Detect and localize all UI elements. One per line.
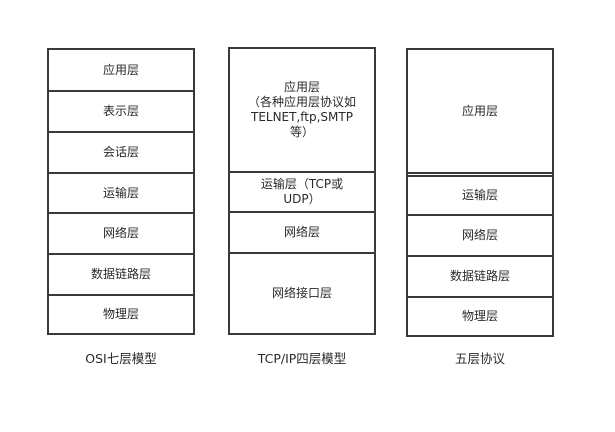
tcpip-model-caption: TCP/IP四层模型 (257, 351, 347, 366)
five-layer-label: 网络层 (461, 228, 498, 242)
osi-model-caption: OSI七层模型 (85, 351, 157, 366)
osi-layer-label: 数据链路层 (90, 267, 151, 281)
five-layer-transport: 运输层 (408, 172, 552, 214)
five-layer-label: 应用层 (461, 103, 498, 118)
tcpip-layer-application: 应用层 （各种应用层协议如 TELNET,ftp,SMTP 等） (230, 49, 374, 171)
tcpip-layer-network: 网络层 (230, 211, 374, 252)
osi-layer-label: 运输层 (102, 185, 139, 200)
five-layer-model-stack: 应用层 运输层 网络层 数据链路层 物理层 (406, 48, 554, 337)
five-layer-label: 运输层 (461, 188, 498, 202)
tcpip-application-detail: （各种应用层协议如 (247, 95, 356, 109)
tcpip-application-detail: TELNET,ftp,SMTP (250, 110, 353, 124)
osi-layer-physical: 物理层 (49, 294, 193, 333)
tcpip-model-stack: 应用层 （各种应用层协议如 TELNET,ftp,SMTP 等） 运输层（TCP… (228, 47, 376, 335)
osi-layer-network: 网络层 (49, 212, 193, 253)
tcpip-layer-network-interface: 网络接口层 (230, 252, 374, 333)
five-layer-physical: 物理层 (408, 296, 552, 335)
osi-layer-label: 会话层 (102, 145, 139, 159)
osi-layer-label: 应用层 (102, 62, 139, 77)
tcpip-application-text: 应用层 （各种应用层协议如 TELNET,ftp,SMTP 等） (248, 80, 356, 140)
five-layer-network: 网络层 (408, 214, 552, 255)
five-layer-data-link: 数据链路层 (408, 255, 552, 296)
osi-layer-presentation: 表示层 (49, 90, 193, 131)
five-layer-label: 数据链路层 (449, 269, 510, 283)
osi-layer-label: 网络层 (102, 226, 139, 240)
tcpip-transport-text: 运输层（TCP或 UDP） (261, 177, 343, 207)
osi-layer-session: 会话层 (49, 131, 193, 172)
osi-layer-data-link: 数据链路层 (49, 253, 193, 294)
osi-layer-label: 物理层 (102, 307, 139, 321)
tcpip-transport-line: 运输层（TCP或 (260, 177, 344, 191)
tcpip-layer-transport: 运输层（TCP或 UDP） (230, 171, 374, 211)
tcpip-link-label: 网络接口层 (271, 286, 332, 300)
tcpip-application-title: 应用层 (283, 80, 320, 94)
osi-layer-transport: 运输层 (49, 172, 193, 212)
five-layer-label: 物理层 (461, 309, 498, 323)
tcpip-transport-line: UDP） (283, 192, 321, 206)
tcpip-application-detail: 等） (289, 125, 314, 139)
osi-model-stack: 应用层 表示层 会话层 运输层 网络层 数据链路层 物理层 (47, 48, 195, 335)
tcpip-network-label: 网络层 (283, 225, 320, 239)
osi-layer-label: 表示层 (102, 104, 139, 118)
five-layer-model-caption: 五层协议 (454, 351, 505, 366)
five-layer-application: 应用层 (408, 50, 552, 172)
osi-layer-application: 应用层 (49, 50, 193, 90)
